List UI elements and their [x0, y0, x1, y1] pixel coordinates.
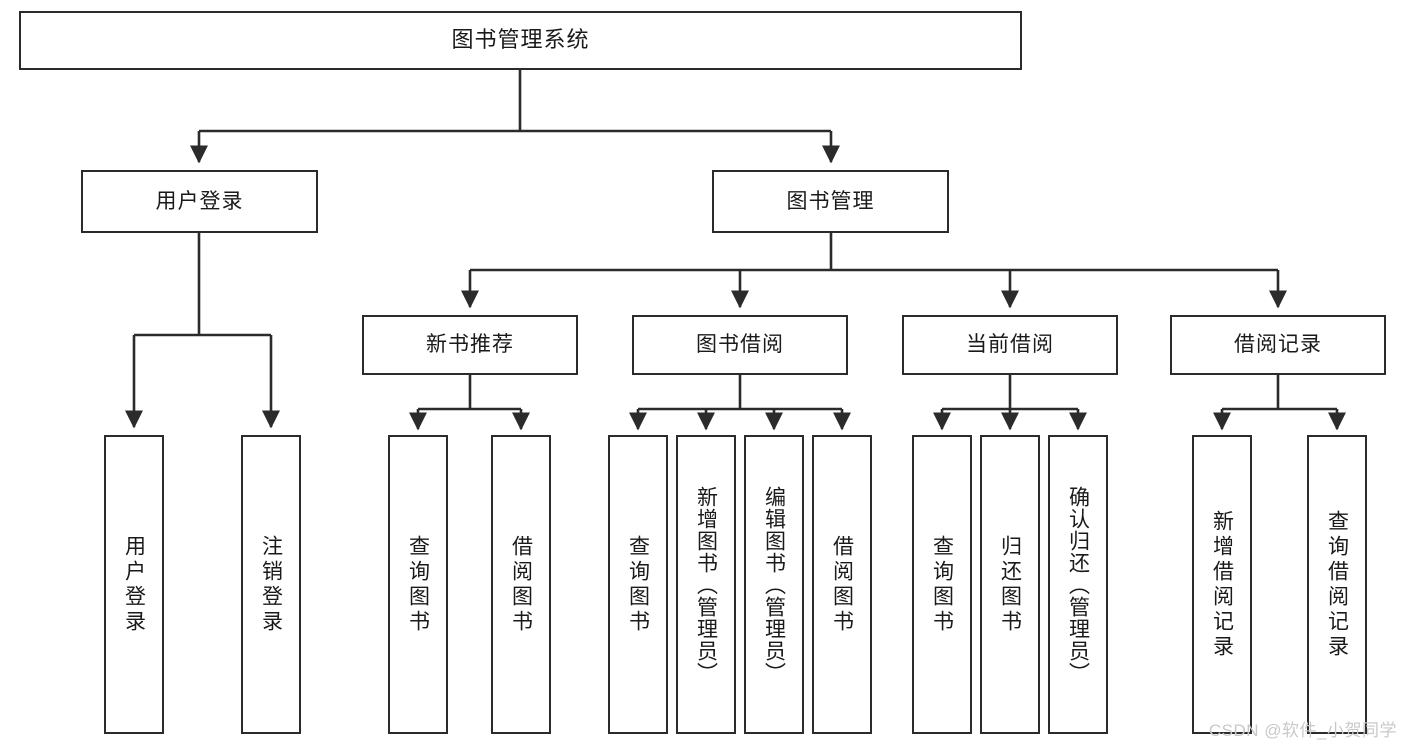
leaf-user-logout[interactable]: 注销登录: [241, 435, 301, 734]
node-current-borrow[interactable]: 当前借阅: [902, 315, 1118, 375]
leaf-borrow-book-1[interactable]: 借阅图书: [491, 435, 551, 734]
leaf-query-book-2[interactable]: 查询图书: [608, 435, 668, 734]
leaf-return-book[interactable]: 归还图书: [980, 435, 1040, 734]
node-user-login[interactable]: 用户登录: [81, 170, 318, 233]
node-book-borrow[interactable]: 图书借阅: [632, 315, 848, 375]
leaf-query-book-1[interactable]: 查询图书: [388, 435, 448, 734]
leaf-add-book-admin[interactable]: 新增图书（管理员）: [676, 435, 736, 734]
leaf-borrow-book-2[interactable]: 借阅图书: [812, 435, 872, 734]
leaf-query-book-3[interactable]: 查询图书: [912, 435, 972, 734]
node-new-book-recommend[interactable]: 新书推荐: [362, 315, 578, 375]
csdn-watermark: CSDN @软件_小贺同学: [1208, 721, 1397, 740]
node-book-mgmt[interactable]: 图书管理: [712, 170, 949, 233]
node-root[interactable]: 图书管理系统: [19, 11, 1022, 70]
leaf-add-borrow-record[interactable]: 新增借阅记录: [1192, 435, 1252, 734]
leaf-edit-book-admin[interactable]: 编辑图书（管理员）: [744, 435, 804, 734]
node-borrow-record[interactable]: 借阅记录: [1170, 315, 1386, 375]
leaf-query-borrow-record[interactable]: 查询借阅记录: [1307, 435, 1367, 734]
leaf-confirm-return-admin[interactable]: 确认归还（管理员）: [1048, 435, 1108, 734]
leaf-user-login[interactable]: 用户登录: [104, 435, 164, 734]
